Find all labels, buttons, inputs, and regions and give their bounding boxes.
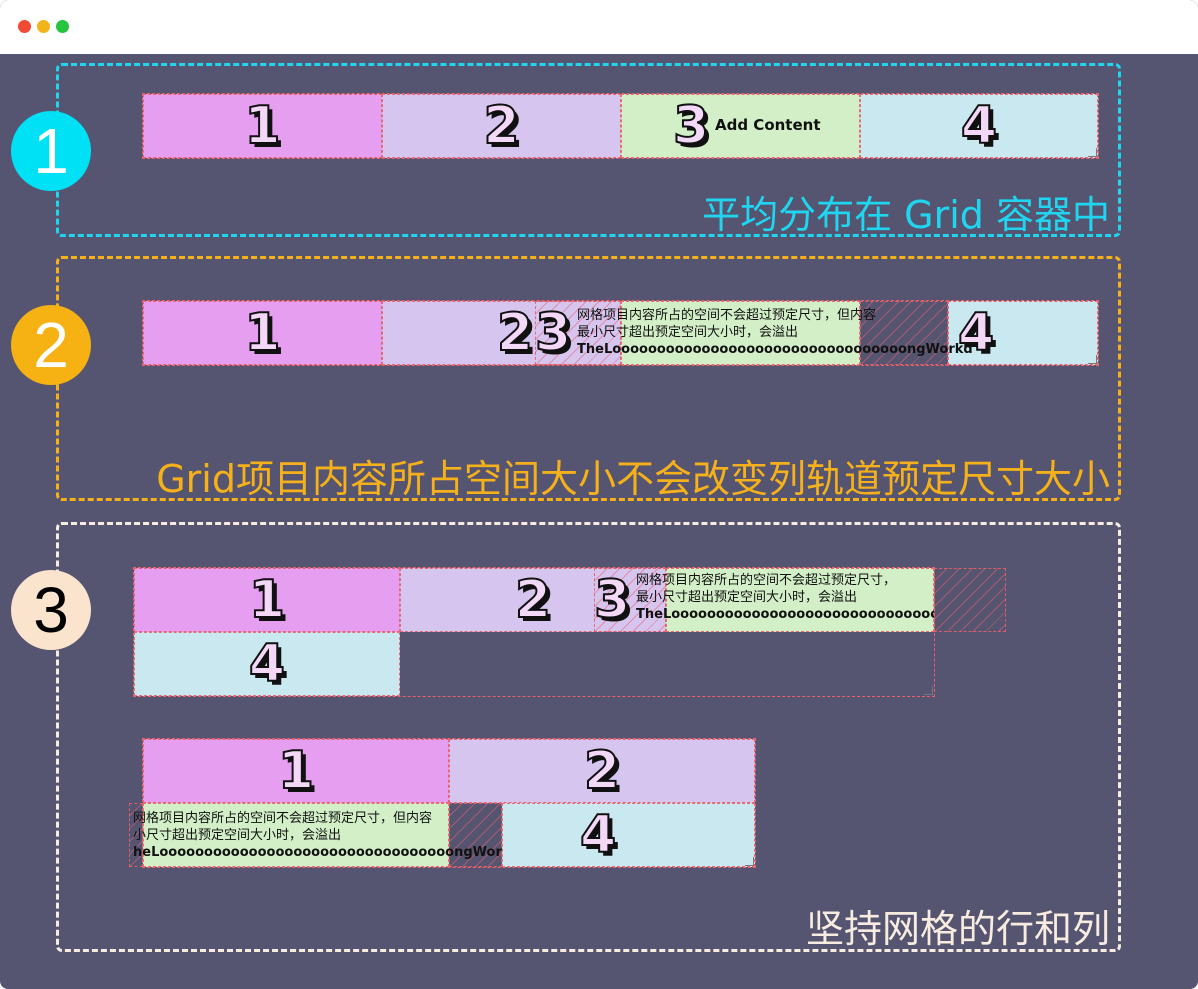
overflow-hatch-right (449, 803, 502, 867)
overflow-long-word: TheLooooooooooooooooooooooooooooooooongW… (577, 342, 973, 357)
grid-item-3 (143, 803, 449, 867)
resize-handle[interactable] (745, 857, 754, 866)
grid-item-3 (621, 301, 860, 365)
section-1-caption: 平均分布在 Grid 容器中 (702, 193, 1110, 237)
item-number-2: 2 (583, 741, 621, 801)
grid-container-3a: 1 2 4 3 网格项目内容所占的空间不会超过预定尺寸， 最小尺寸超出预定空间大… (133, 567, 1006, 697)
item-number-4: 4 (248, 634, 286, 694)
item-number-1: 1 (243, 96, 281, 156)
add-content-label: Add Content (715, 116, 821, 134)
overflow-line-2: 最小尺寸超出预定空间大小时，会溢出 (577, 325, 799, 340)
grid-item-4: 4 (134, 632, 400, 696)
item-number-4: 4 (960, 96, 998, 156)
item-number-3: 3 (672, 96, 710, 156)
resize-handle[interactable] (1088, 355, 1097, 364)
grid-item-4: 4 (948, 301, 1098, 365)
overflow-line-1: 网格项目内容所占的空间不会超过预定尺寸，但内容 (133, 811, 433, 826)
item-number-4: 4 (579, 805, 617, 865)
overflow-content: 网格项目内容所占的空间不会超过预定尺寸，但内容 最小尺寸超出预定空间大小时，会溢… (577, 307, 973, 358)
overflow-line-2: 小尺寸超出预定空间大小时，会溢出 (133, 828, 342, 843)
resize-handle[interactable] (1088, 148, 1097, 157)
grid-container-1: 1 2 3 Add Content 4 (142, 93, 1099, 159)
maximize-window-button[interactable] (56, 20, 69, 33)
item-number-1: 1 (277, 741, 315, 801)
grid-item-4: 4 (502, 803, 755, 867)
grid-container-3b: 1 2 4 网格项目内容所占的空间不会超过预定尺寸，但内容 小尺寸超出预定空间大… (129, 738, 756, 868)
item-number-3: 3 (593, 570, 631, 630)
grid-container-2: 1 2 4 3 网格项目内容所占的空间不会超过预定尺寸，但内容 最小尺寸超出预定… (142, 300, 1099, 366)
overflow-hatch-right (860, 301, 948, 365)
grid-item-1: 1 (143, 301, 382, 365)
overflow-long-word: heLooooooooooooooooooooooooooooooooongWo… (133, 845, 502, 860)
overflow-hatch-right (934, 568, 1006, 632)
section-2-caption: Grid项目内容所占空间大小不会改变列轨道预定尺寸大小 (156, 457, 1110, 501)
overflow-line-2: 最小尺寸超出预定空间大小时，会溢出 (636, 590, 858, 605)
section-3-frame (56, 522, 1121, 952)
overflow-content: 网格项目内容所占的空间不会超过预定尺寸，但内容 小尺寸超出预定空间大小时，会溢出… (133, 810, 502, 861)
item-number-1: 1 (243, 303, 281, 363)
grid-item-4: 4 (860, 94, 1098, 158)
grid-item-2: 2 (382, 94, 621, 158)
overflow-line-1: 网格项目内容所占的空间不会超过预定尺寸， (636, 573, 897, 588)
close-window-button[interactable] (18, 20, 31, 33)
overflow-hatch-left (535, 301, 621, 365)
section-3-badge: 3 (11, 570, 91, 650)
item-number-4: 4 (957, 303, 995, 363)
grid-item-3 (666, 568, 934, 632)
overflow-hatch-left (594, 568, 666, 632)
grid-item-1: 1 (134, 568, 400, 632)
overflow-line-1: 网格项目内容所占的空间不会超过预定尺寸，但内容 (577, 308, 877, 323)
section-3-caption: 坚持网格的行和列 (805, 907, 1110, 951)
item-number-2: 2 (514, 570, 552, 630)
grid-item-1: 1 (143, 739, 449, 803)
overflow-hatch-left (129, 803, 143, 867)
title-bar (0, 0, 1198, 54)
minimize-window-button[interactable] (37, 20, 50, 33)
item-number-1: 1 (248, 570, 286, 630)
grid-item-1: 1 (143, 94, 382, 158)
grid-item-3: 3 Add Content (621, 94, 860, 158)
item-number-3: 3 (534, 303, 572, 363)
resize-handle[interactable] (924, 686, 933, 695)
grid-item-2: 2 (449, 739, 755, 803)
section-2-badge: 2 (11, 305, 91, 385)
overflow-content: 网格项目内容所占的空间不会超过预定尺寸， 最小尺寸超出预定空间大小时，会溢出 T… (636, 572, 934, 623)
overflow-long-word: TheLoooooooooooooooooooooooooooooooo (636, 607, 934, 622)
item-number-2: 2 (482, 96, 520, 156)
item-number-2: 2 (496, 303, 534, 363)
section-1-badge: 1 (11, 111, 91, 191)
